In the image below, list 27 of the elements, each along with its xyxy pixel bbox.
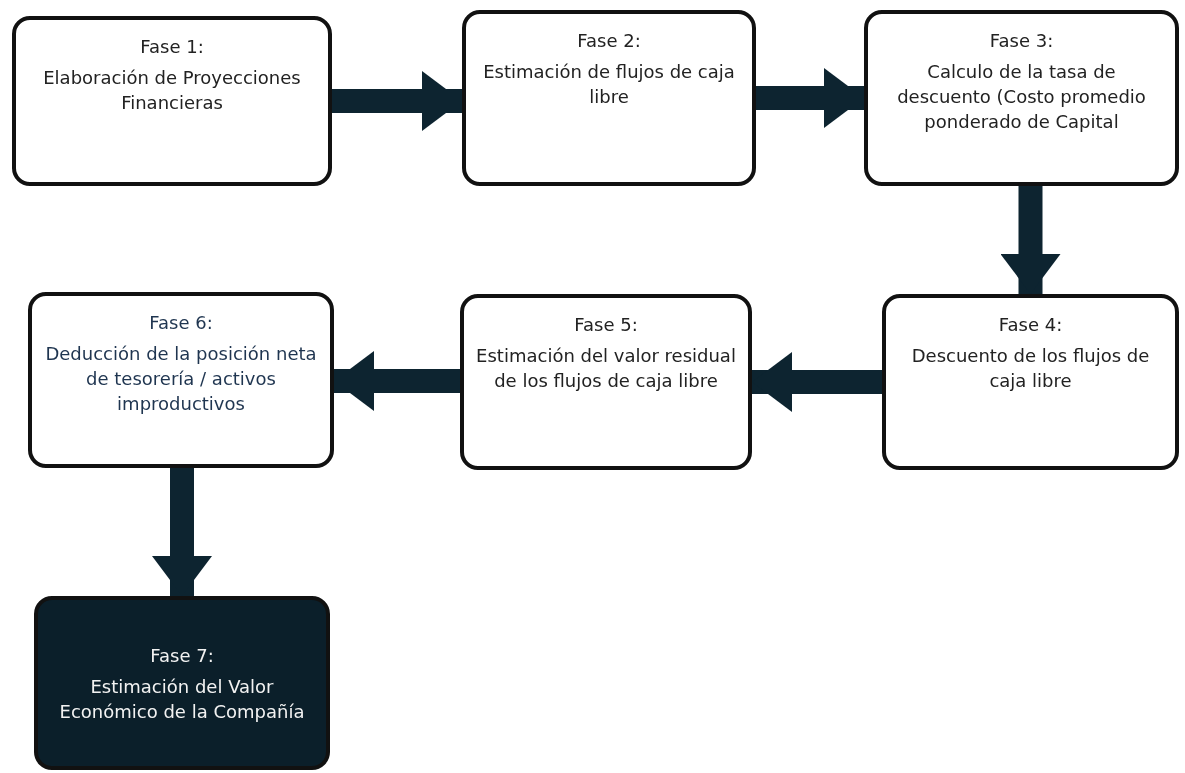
block-arrow: [1000, 186, 1061, 294]
phase-title: Fase 7:: [150, 643, 214, 668]
process-box: [34, 596, 330, 770]
process-box: [12, 16, 332, 186]
process-box: [882, 294, 1179, 470]
phase-title: Fase 4:: [998, 313, 1063, 337]
phase-title: Fase 1:: [140, 35, 204, 59]
phase-description: Estimación del Valor Económico de la Compañía: [58, 674, 306, 724]
phase-description: Deducción de la posición neta de tesorería / activos improductivos: [44, 342, 318, 416]
phase-description: Estimación del valor residual de los flujos de caja libre: [475, 344, 737, 393]
phase-title: Fase 6:: [149, 311, 213, 335]
process-box: [462, 10, 756, 186]
phase-description: Descuento de los flujos de caja libre: [910, 344, 1151, 393]
process-box: [28, 292, 334, 468]
phase-title: Fase 3:: [989, 29, 1054, 53]
block-arrow: [332, 71, 462, 131]
block-arrow: [752, 352, 882, 412]
process-box: [460, 294, 752, 470]
phase-title: Fase 5:: [574, 313, 638, 337]
phase-description: Elaboración de Proyecciones Financieras: [42, 66, 302, 115]
phase-title: Fase 2:: [577, 29, 641, 53]
process-box: [864, 10, 1179, 186]
phase-description: Calculo de la tasa de descuento (Costo promedio ponderado de Capital: [896, 60, 1147, 134]
block-arrow: [756, 68, 864, 128]
block-arrow: [334, 351, 460, 411]
phase-description: Estimación de flujos de caja libre: [482, 60, 736, 109]
block-arrow: [152, 468, 212, 596]
